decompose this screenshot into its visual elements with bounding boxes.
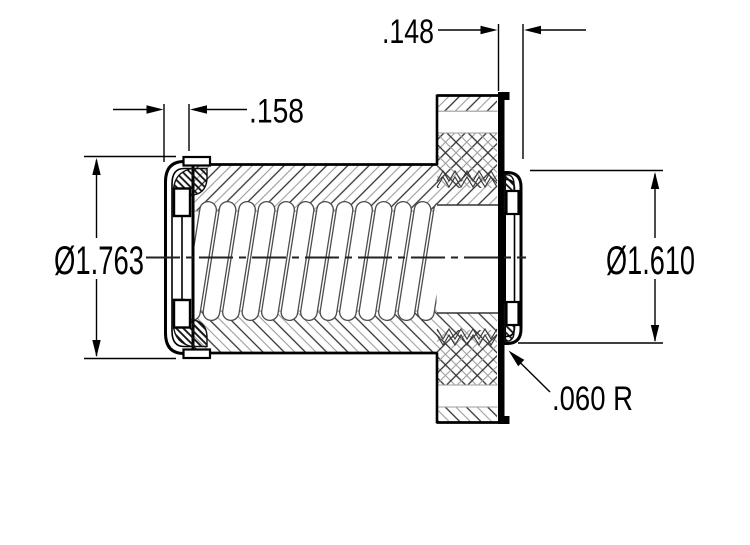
mounting-plate [498,92,510,424]
dimension-right-outer-diameter: Ø1.610 [518,169,695,344]
dim-label-left-seal-width: .158 [249,93,304,131]
right-seal-retainer-clip-bottom [505,300,520,327]
arrowhead [92,158,101,175]
arrowhead [524,25,541,35]
arrowhead [92,340,101,357]
left-seal-lip-top [182,155,212,167]
left-seal-lip-bottom [182,348,212,360]
nut-body [185,163,438,355]
thread-joint-sawtooth [436,169,498,347]
arrowhead [650,325,660,342]
right-wiper-seal [503,171,523,345]
flange [435,94,501,424]
dim-label-left-outer-diameter: Ø1.763 [54,239,144,283]
arrowhead [146,105,164,114]
right-seal-shell [503,171,523,345]
dimension-fillet-radius: .060 R [508,350,633,418]
dimension-left-outer-diameter: Ø1.763 [54,155,176,360]
left-seal-retainer-clip-bottom [172,298,192,329]
arrowhead [190,105,207,114]
dimension-left-seal-width: .158 [113,93,304,162]
right-seal-retainer-clip-top [505,189,520,216]
arrowhead [480,25,498,35]
dim-label-right-outer-diameter: Ø1.610 [606,239,695,283]
left-seal-retainer-clip-top [172,187,192,218]
arrowhead [650,172,660,189]
dimension-right-seal-width: .148 [382,13,586,159]
dim-label-fillet-radius: .060 R [552,380,633,418]
dim-label-right-seal-width: .148 [382,13,434,51]
arrowhead [508,350,525,367]
